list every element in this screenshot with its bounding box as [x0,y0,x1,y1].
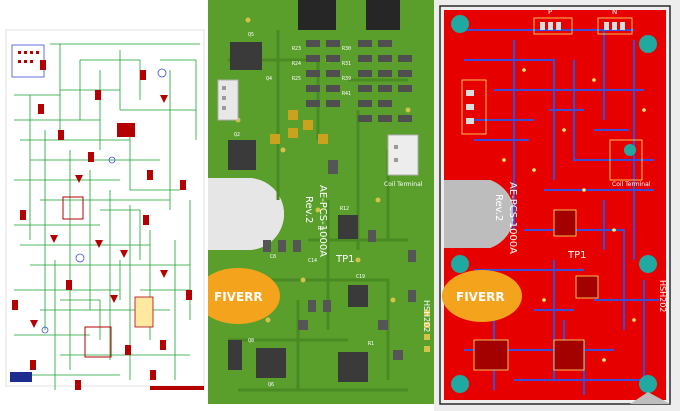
layout-coil-terminal: Coil Terminal [612,181,651,188]
layout-revision: Rev.2 [493,194,504,221]
pcb-3d-render: AE-PCS-1000A Rev.2 TP1 Coil Terminal HSH… [208,0,434,411]
pin-n-label: N [612,8,617,16]
pin-p-label: P [548,8,552,16]
coil-terminal-label: Coil Terminal [384,181,423,188]
ref-designator: C14 [308,258,317,264]
ref-designator: R24 [292,61,301,67]
bottom-layer-traces [464,29,659,395]
fiverr-logo-text: FIVERR [214,290,263,304]
ref-designator: R31 [342,61,351,67]
fiverr-logo-text: FIVERR [456,290,505,304]
resistor-array [306,40,412,122]
ref-designator: R1 [368,341,374,347]
pcb-layout-render: P N AE-PCS-1000A Rev.2 TP1 Coil Terminal… [434,0,680,411]
layout-model-side: HSH202 [658,280,667,312]
board-revision: Rev.2 [303,196,314,223]
ref-designator: R30 [342,46,351,52]
schematic-drawing [5,29,205,390]
schematic-panel [0,0,208,411]
pcb-3d-render-panel: AE-PCS-1000A Rev.2 TP1 Coil Terminal HSH… [208,0,434,411]
title-block-logo [10,372,32,382]
board-part-number: AE-PCS-1000A [317,185,328,257]
ref-designator: C19 [356,274,365,280]
ic-packages [228,42,368,382]
mosfet-heatsink-left [298,0,336,30]
mounting-holes [451,15,657,393]
test-point-label: TP1 [335,254,355,265]
fiverr-logo-blob [442,270,522,322]
model-side-label: HSH202 [422,300,431,332]
ref-designator: R2 [318,226,324,232]
silkscreen-outlines [461,17,643,371]
ref-designator: Q5 [248,32,254,38]
ref-designator: Q4 [266,76,272,82]
ref-designator: Q6 [268,382,274,388]
layout-part-number: AE-PCS-1000A [507,182,518,254]
header-pins [466,22,625,124]
ref-designator: C8 [270,254,276,260]
coil-terminal-connector [387,134,419,176]
white-header-connector [217,79,239,121]
layout-test-point: TP1 [567,250,587,261]
ref-designator: R41 [342,91,351,97]
fiverr-logo-blob [208,268,280,324]
ref-designator: R25 [292,76,301,82]
pcb-layout-panel: P N AE-PCS-1000A Rev.2 TP1 Coil Terminal… [434,0,680,411]
ref-designator: R39 [342,76,351,82]
schematic-components [12,60,192,390]
mosfet-heatsink-right [366,0,400,30]
ref-designator: Q8 [248,338,254,344]
ref-designator: R12 [340,206,349,212]
schematic-wires [14,43,200,390]
ref-designator: Q2 [234,132,240,138]
ref-designator: R23 [292,46,301,52]
